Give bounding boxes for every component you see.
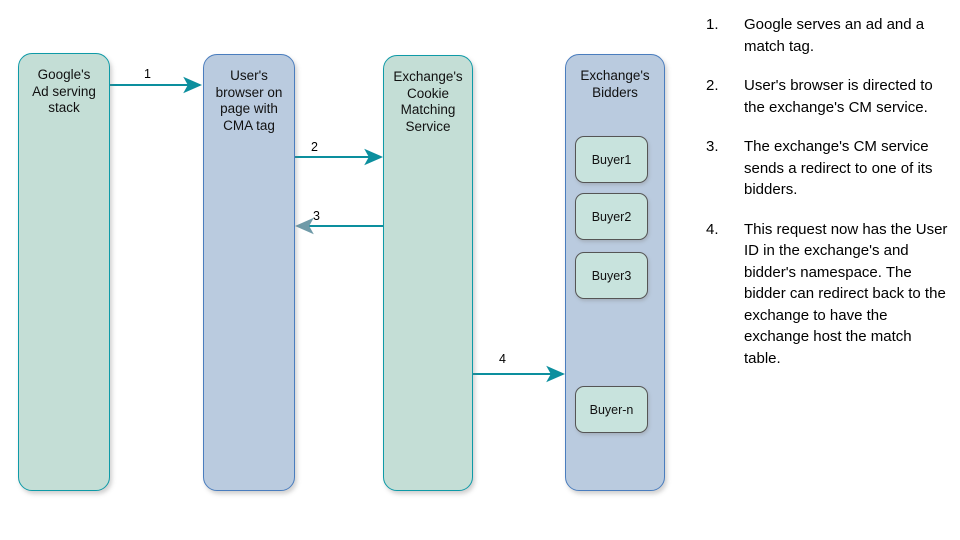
arrow-label-1: 1 bbox=[144, 67, 151, 81]
step-number: 1. bbox=[706, 16, 719, 33]
step-item: 2. User's browser is directed to the exc… bbox=[706, 75, 950, 118]
step-item: 4. This request now has the User ID in t… bbox=[706, 219, 950, 370]
step-item: 1. Google serves an ad and a match tag. bbox=[706, 14, 950, 57]
arrow-label-2: 2 bbox=[311, 140, 318, 154]
lane-browser-label: User's browser on page with CMA tag bbox=[215, 68, 283, 133]
buyer-box[interactable]: Buyer1 bbox=[575, 136, 648, 183]
step-text: The exchange's CM service sends a redire… bbox=[744, 138, 933, 198]
lane-google-ad-serving-stack[interactable]: Google's Ad serving stack bbox=[18, 53, 110, 491]
step-number: 3. bbox=[706, 138, 719, 155]
arrow-label-4: 4 bbox=[499, 352, 506, 366]
lane-user-browser[interactable]: User's browser on page with CMA tag bbox=[203, 54, 295, 491]
step-number: 2. bbox=[706, 77, 719, 94]
lane-bidders-label: Exchange's Bidders bbox=[580, 68, 650, 100]
arrow-label-3: 3 bbox=[313, 209, 320, 223]
step-item: 3. The exchange's CM service sends a red… bbox=[706, 136, 950, 201]
lane-exchange-cookie-matching-service[interactable]: Exchange's Cookie Matching Service bbox=[383, 55, 473, 491]
buyer-box[interactable]: Buyer3 bbox=[575, 252, 648, 299]
step-text: Google serves an ad and a match tag. bbox=[744, 16, 925, 55]
step-text: User's browser is directed to the exchan… bbox=[744, 77, 933, 116]
step-text: This request now has the User ID in the … bbox=[744, 220, 948, 367]
buyer-box[interactable]: Buyer2 bbox=[575, 193, 648, 240]
buyer-box[interactable]: Buyer-n bbox=[575, 386, 648, 433]
lane-cms-label: Exchange's Cookie Matching Service bbox=[393, 69, 463, 134]
lane-google-label: Google's Ad serving stack bbox=[32, 67, 96, 115]
step-number: 4. bbox=[706, 220, 719, 238]
steps-list: 1. Google serves an ad and a match tag. … bbox=[706, 14, 950, 387]
